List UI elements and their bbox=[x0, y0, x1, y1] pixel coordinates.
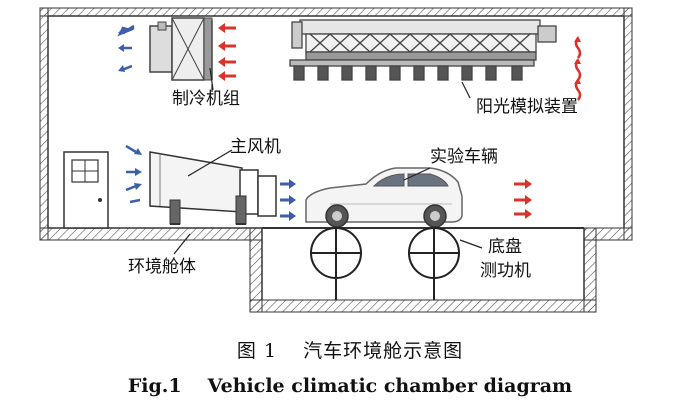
label-refrigeration-unit: 制冷机组 bbox=[172, 89, 240, 109]
caption-en-number: Fig.1 bbox=[127, 375, 182, 397]
leader-lines bbox=[173, 67, 483, 255]
chassis-dynamometer bbox=[310, 227, 460, 300]
caption-en-title: Vehicle climatic chamber diagram bbox=[207, 375, 573, 397]
fan-outlet-arrows bbox=[280, 179, 296, 221]
label-dyno-line2: 测功机 bbox=[480, 261, 531, 281]
fan-inlet-arrows bbox=[125, 144, 142, 204]
caption-english: Fig.1 Vehicle climatic chamber diagram bbox=[0, 375, 700, 397]
caption-zh-title: 汽车环境舱示意图 bbox=[303, 340, 464, 362]
warm-air-arrows-refrigeration bbox=[218, 23, 236, 81]
heat-arrows-right bbox=[574, 36, 582, 101]
test-vehicle bbox=[305, 167, 463, 228]
chamber-walls bbox=[39, 7, 633, 313]
caption-zh-number: 图 1 bbox=[236, 340, 278, 362]
label-test-vehicle: 实验车辆 bbox=[430, 147, 498, 167]
cold-air-arrows bbox=[117, 24, 135, 72]
caption-chinese: 图 1 汽车环境舱示意图 bbox=[0, 336, 700, 363]
label-main-fan: 主风机 bbox=[230, 137, 281, 157]
main-fan bbox=[149, 151, 277, 225]
label-environment-chamber: 环境舱体 bbox=[128, 257, 196, 277]
refrigeration-unit bbox=[149, 17, 213, 81]
label-solar-simulator: 阳光模拟装置 bbox=[476, 97, 578, 117]
exhaust-heat-arrows bbox=[514, 179, 532, 219]
solar-simulator bbox=[289, 19, 557, 81]
door bbox=[63, 151, 109, 229]
label-dyno-line1: 底盘 bbox=[488, 237, 522, 257]
